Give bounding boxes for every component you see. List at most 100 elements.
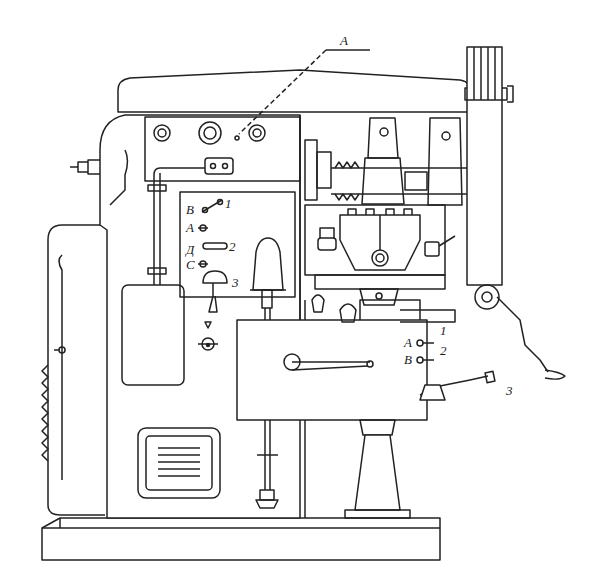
feed-gearbox-panel-part	[180, 192, 295, 297]
jack-support	[345, 420, 410, 518]
arbor-support-bar-part	[467, 47, 502, 285]
feed-gearbox-panel	[180, 192, 295, 312]
callout-number: 2	[229, 240, 236, 253]
spindle-and-arbor-part	[380, 128, 388, 136]
spindle-and-arbor-part	[428, 118, 462, 205]
knee-part	[367, 361, 373, 367]
column-body-part	[110, 150, 128, 205]
arbor-support-bar	[467, 47, 502, 285]
overarm-part	[118, 70, 472, 112]
knee-part	[237, 320, 427, 420]
arbor-support-bar-part	[473, 47, 475, 100]
table-and-vise-part	[376, 254, 384, 262]
head-panel-part	[223, 164, 228, 169]
column-body	[100, 115, 305, 518]
oil-pipe-and-reservoir-part	[122, 285, 184, 385]
spindle-and-arbor	[305, 118, 470, 205]
vent-grille-part	[138, 428, 220, 498]
table-and-vise-part	[439, 236, 455, 246]
knee-part	[417, 357, 423, 363]
feed-gearbox-panel-part	[209, 283, 217, 312]
table-and-vise-part	[340, 215, 420, 270]
callout-letter: В	[404, 353, 412, 366]
head-panel-part	[253, 129, 261, 137]
vertical-shaft-part	[257, 454, 278, 456]
head-panel-part	[154, 125, 170, 141]
leader-line-part	[239, 50, 326, 134]
head-panel-part	[205, 158, 233, 174]
base-part	[42, 527, 440, 529]
motor-housing-part	[59, 255, 62, 480]
head-panel-part	[249, 125, 265, 141]
vent-grille-part	[158, 475, 200, 477]
callout-number: 3	[506, 384, 513, 397]
callout-number: 3	[232, 276, 239, 289]
vertical-shaft-part	[260, 490, 274, 500]
crank-handle-part	[545, 370, 565, 379]
motor-housing-part	[42, 365, 48, 461]
knee-part	[400, 310, 455, 322]
knee-part	[292, 361, 370, 363]
feed-gearbox-panel-part	[218, 200, 223, 205]
knee-part	[340, 304, 356, 322]
vent-grille-part	[158, 454, 200, 456]
vent-grille-part	[158, 447, 200, 449]
table-and-vise-part	[320, 228, 334, 238]
jack-support-part	[360, 420, 395, 435]
oil-pipe-and-reservoir-part	[148, 185, 166, 191]
crank-handle-part	[497, 297, 548, 372]
spindle-and-arbor-part	[362, 158, 404, 204]
feed-gearbox-panel-part	[198, 263, 208, 265]
column-fittings-part	[205, 322, 211, 328]
jack-support-part	[345, 510, 410, 518]
spindle-and-arbor-part	[305, 140, 317, 200]
motor-housing-part	[59, 347, 65, 353]
callout-letter: С	[186, 258, 195, 271]
vertical-shaft-part	[262, 290, 272, 308]
feed-gearbox-panel-part	[198, 227, 208, 229]
head-panel-part	[158, 129, 166, 137]
oil-pipe-and-reservoir	[122, 168, 205, 385]
jack-support-part	[355, 435, 400, 510]
feed-gearbox-panel-part	[203, 243, 227, 249]
knee-part	[417, 340, 423, 346]
base-part	[59, 518, 61, 528]
table-and-vise-part	[315, 275, 445, 289]
knee-part	[423, 359, 434, 361]
left-bolt-part	[88, 160, 100, 174]
vertical-shaft-part	[253, 238, 283, 290]
arbor-support-bar-part	[467, 99, 502, 101]
motor-housing-part	[48, 225, 105, 515]
arbor-support-bar-part	[487, 47, 489, 100]
crank-handle-part	[475, 285, 499, 309]
arbor-support-bar-part	[480, 47, 482, 100]
table-and-vise-part	[360, 289, 398, 305]
vent-grille-part	[146, 436, 212, 490]
callout-number: 1	[225, 197, 232, 210]
spindle-and-arbor-part	[405, 172, 427, 190]
callout-letter: В	[186, 203, 194, 216]
vent-grille-part	[158, 461, 200, 463]
table-and-vise-part	[305, 205, 445, 275]
head-panel	[145, 117, 300, 181]
table-and-vise-part	[318, 238, 336, 250]
column-body-part	[100, 115, 300, 518]
knee-part	[292, 366, 368, 370]
spindle-and-arbor-part	[368, 118, 398, 158]
spindle-and-arbor-part	[335, 162, 359, 200]
motor-housing-part	[54, 349, 59, 351]
knee-part	[423, 342, 434, 344]
feed-gearbox-panel-part	[202, 200, 222, 212]
spindle-and-arbor-part	[317, 152, 331, 188]
callout-letter: А	[404, 336, 412, 349]
leader-line	[239, 50, 370, 134]
leader-line-part	[326, 49, 370, 51]
table-and-vise-part	[425, 242, 439, 256]
base	[42, 518, 440, 560]
knee	[237, 295, 455, 420]
column-fittings	[198, 322, 218, 350]
spindle-and-arbor-part	[442, 132, 450, 140]
callout-letter: Д	[186, 243, 194, 256]
crank-handle-part	[482, 292, 492, 302]
